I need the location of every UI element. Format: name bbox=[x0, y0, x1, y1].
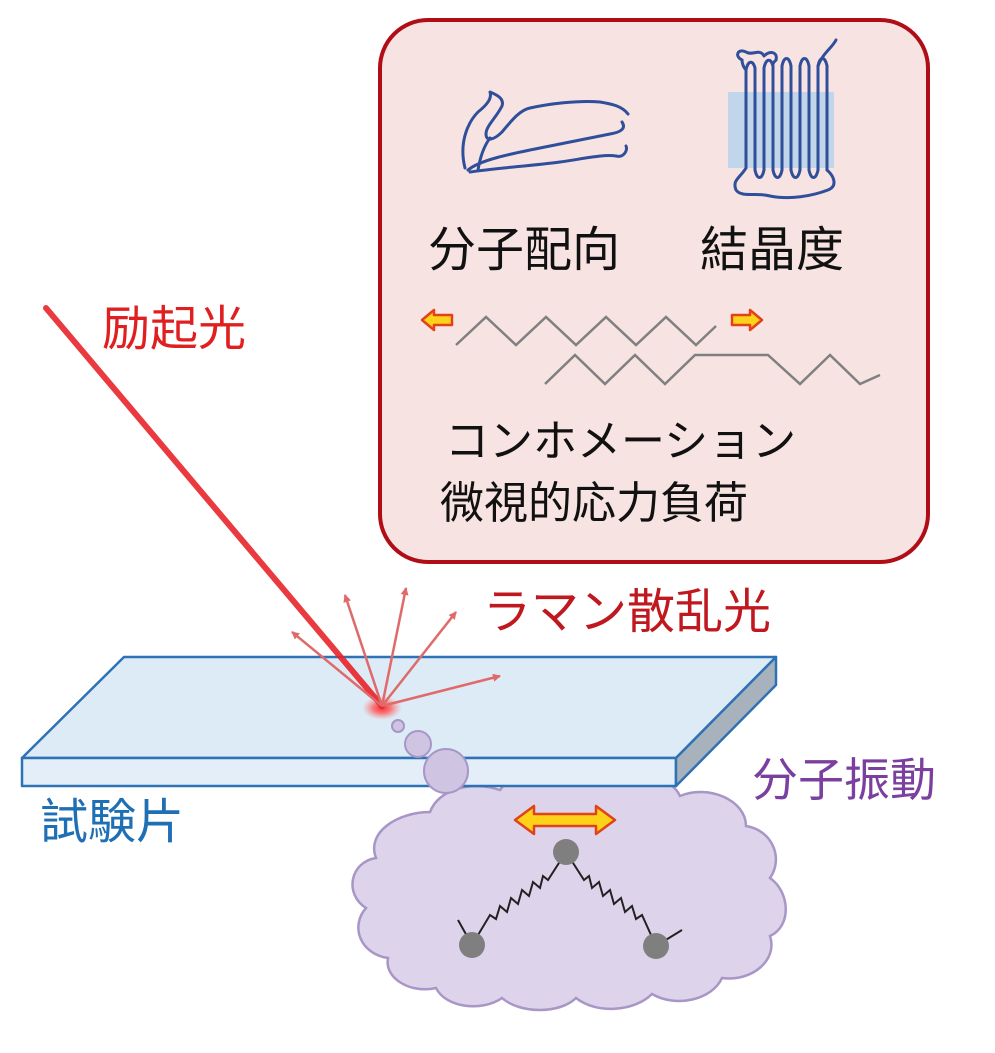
bubble-mid bbox=[404, 730, 432, 758]
scatter-rays bbox=[291, 587, 501, 708]
spring-right bbox=[565, 851, 657, 947]
scatter-ray-2 bbox=[343, 594, 384, 707]
atom-top bbox=[553, 839, 579, 865]
spring-left bbox=[471, 851, 567, 946]
scatter-ray-1 bbox=[291, 631, 383, 707]
vibration-cloud bbox=[351, 772, 787, 1012]
molecular-orientation-label: 分子配向 bbox=[428, 222, 620, 278]
molecule-icon bbox=[457, 839, 683, 959]
vibration-double-arrow-icon bbox=[513, 804, 617, 836]
bubble-large bbox=[423, 748, 469, 794]
info-panel: 分子配向 結晶度 コンホメーション 微視的応力負荷 bbox=[378, 18, 930, 564]
scatter-ray-5 bbox=[381, 673, 501, 708]
atom-right bbox=[643, 933, 669, 959]
scatter-ray-4 bbox=[381, 611, 457, 707]
zigzag-upper bbox=[455, 315, 717, 347]
excitation-beam bbox=[43, 305, 385, 709]
bubbles-icon bbox=[391, 719, 469, 794]
atom-left bbox=[459, 932, 485, 958]
raman-scattered-light-label: ラマン散乱光 bbox=[483, 584, 771, 640]
excitation-light-label: 励起光 bbox=[102, 301, 246, 357]
crystallinity-label: 結晶度 bbox=[700, 222, 844, 278]
bubble-small bbox=[391, 719, 405, 733]
molecular-orientation-icon bbox=[461, 90, 630, 174]
left-arrow-icon bbox=[420, 308, 454, 332]
cloud-shape bbox=[351, 772, 787, 1012]
slab-side-face bbox=[674, 655, 778, 788]
crystallinity-icon bbox=[728, 38, 838, 200]
scatter-ray-3 bbox=[380, 587, 409, 707]
micro-stress-label: 微視的応力負荷 bbox=[440, 478, 748, 529]
slab-front-face bbox=[20, 756, 678, 788]
specimen-label: 試験片 bbox=[40, 794, 184, 850]
molecular-vibration-label: 分子振動 bbox=[752, 753, 936, 807]
right-arrow-icon bbox=[730, 308, 764, 332]
conformation-label: コンホメーション bbox=[445, 416, 796, 467]
zigzag-lower bbox=[544, 353, 881, 386]
